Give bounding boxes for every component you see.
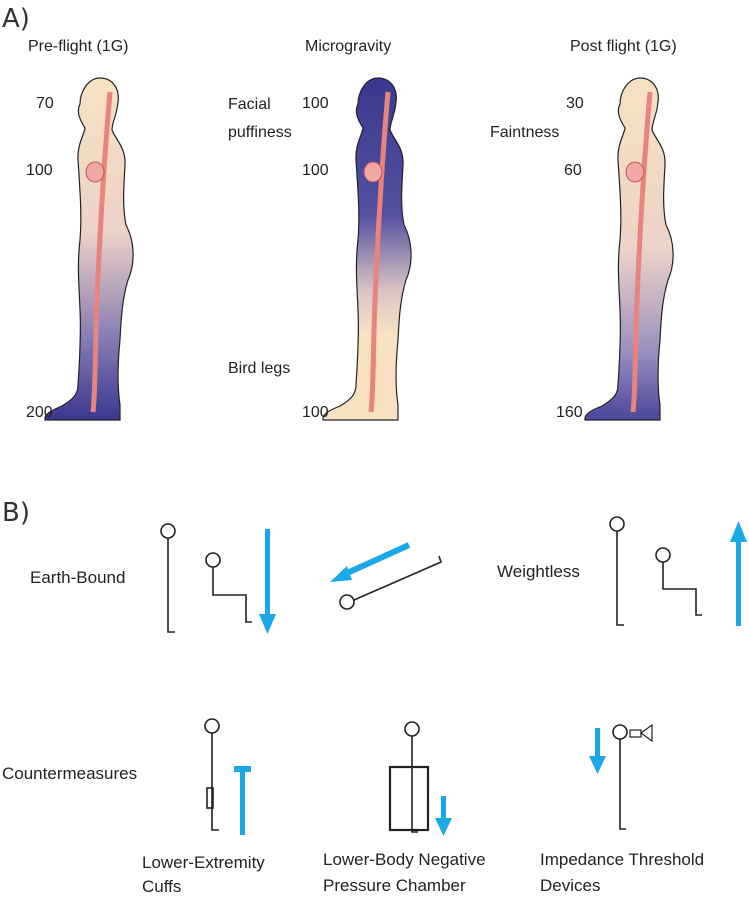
micro-head-value: 100 <box>302 95 329 112</box>
vessel <box>90 91 113 413</box>
cuff-pressure-bar-icon <box>234 766 251 835</box>
microgravity-title: Microgravity <box>305 38 392 55</box>
preflight-title: Pre-flight (1G) <box>28 38 129 55</box>
faintness-note: Faintness <box>490 124 560 141</box>
preflight-heart-value: 100 <box>26 162 53 179</box>
lbnp-chamber-figure <box>388 721 430 833</box>
figure-preflight <box>44 77 134 421</box>
device-lbnp-line1: Lower-Body Negative <box>323 850 486 869</box>
preflight-head-value: 70 <box>36 95 54 112</box>
reclined-stick-figure <box>339 555 442 610</box>
device-cuffs-line2: Cuffs <box>142 877 182 896</box>
device-itd-line2: Devices <box>540 876 601 895</box>
micro-feet-value: 100 <box>302 404 329 421</box>
postflight-heart-value: 60 <box>564 162 582 179</box>
heart-icon <box>625 161 645 183</box>
earth-bound-stick-figures <box>160 523 252 633</box>
heart-icon <box>85 161 105 183</box>
cuffs-stick-figure <box>204 718 220 831</box>
weightless-stick-figures <box>609 516 702 626</box>
countermeasures-label: Countermeasures <box>2 764 138 783</box>
figure-microgravity <box>322 77 412 421</box>
arrow-diagonal-icon <box>330 542 411 582</box>
arrow-up-icon <box>730 521 747 626</box>
lbnp-arrow-down-icon <box>435 796 452 836</box>
panel-b-label: B) <box>2 498 30 528</box>
postflight-title: Post flight (1G) <box>570 38 677 55</box>
arrow-down-icon <box>259 529 276 634</box>
device-cuffs-line1: Lower-Extremity <box>142 853 265 872</box>
panel-a-label: A) <box>2 4 30 34</box>
itd-stick-figure <box>612 723 653 830</box>
device-itd-line1: Impedance Threshold <box>540 850 705 869</box>
bird-legs-note: Bird legs <box>228 360 291 377</box>
postflight-feet-value: 160 <box>556 404 583 421</box>
micro-heart-value: 100 <box>302 162 329 179</box>
device-lbnp-line2: Pressure Chamber <box>323 876 466 895</box>
earth-bound-label: Earth-Bound <box>30 568 126 587</box>
figure-postflight <box>584 77 674 421</box>
postflight-head-value: 30 <box>566 95 584 112</box>
facial-puffiness-line1: Facial <box>228 96 271 113</box>
itd-arrow-down-icon <box>589 728 606 774</box>
facial-puffiness-line2: puffiness <box>228 124 292 141</box>
heart-icon <box>363 161 383 183</box>
preflight-feet-value: 200 <box>26 404 53 421</box>
weightless-label: Weightless <box>497 562 580 581</box>
